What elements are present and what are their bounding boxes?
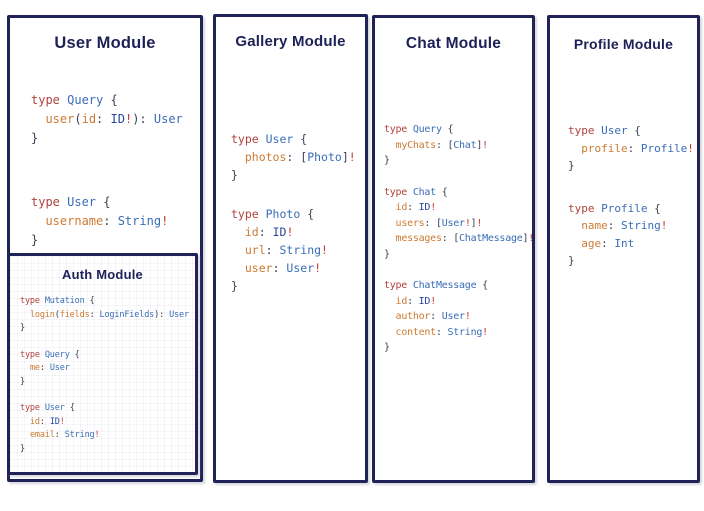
code-line: id: ID! <box>29 416 65 427</box>
code-line: } <box>20 443 25 454</box>
auth-module-code: type Mutation { login(fields: LoginField… <box>20 295 195 456</box>
code-line: } <box>31 233 39 247</box>
code-line: type Query { <box>384 124 454 135</box>
user-module-title: User Module <box>54 34 156 52</box>
code-line: type User { <box>568 124 641 137</box>
code-line: type Query { <box>20 349 80 360</box>
code-line: id: ID! <box>395 202 437 213</box>
code-line: profile: Profile! <box>581 141 694 155</box>
code-line: content: String! <box>395 326 489 338</box>
code-line: username: String! <box>45 214 169 228</box>
code-line: myChats: [Chat]! <box>395 139 489 151</box>
code-line: } <box>568 159 575 172</box>
code-line: users: [User!]! <box>395 217 483 229</box>
type-definition: type User { username: String!} <box>31 193 200 250</box>
code-line: type User { <box>231 132 308 146</box>
type-definition: type Profile { name: String! age: Int} <box>568 200 697 270</box>
type-definition: type Query { user(id: ID!): User} <box>31 91 200 148</box>
type-definition: type User { id: ID! email: String!} <box>20 402 195 456</box>
code-line: photos: [Photo]! <box>244 150 356 164</box>
code-line: id: ID! <box>395 295 437 307</box>
code-line: } <box>384 248 390 260</box>
type-definition: type ChatMessage { id: ID! author: User!… <box>384 278 532 356</box>
code-line: type ChatMessage { <box>384 280 488 291</box>
panel-auth-module: Auth Module type Mutation { login(fields… <box>7 253 198 475</box>
type-definition: type Mutation { login(fields: LoginField… <box>20 295 195 336</box>
type-definition: type Photo { id: ID! url: String! user: … <box>231 205 365 295</box>
code-line: type Mutation { <box>20 296 95 306</box>
panel-gallery-module: Gallery Module type User { photos: [Phot… <box>213 14 368 483</box>
code-line: } <box>231 279 238 293</box>
chat-module-code: type Query { myChats: [Chat]!}type Chat … <box>384 122 535 356</box>
code-line: } <box>568 254 575 267</box>
profile-module-title: Profile Module <box>573 36 674 52</box>
code-line: type Chat { <box>384 186 448 198</box>
panel-chat-module: Chat Module type Query { myChats: [Chat]… <box>372 15 535 483</box>
code-line: } <box>20 323 25 333</box>
user-module-code: type Query { user(id: ID!): User}type Us… <box>31 91 200 250</box>
code-line: age: Int <box>581 236 635 250</box>
type-definition: type Chat { id: ID! users: [User!]! mess… <box>384 185 535 263</box>
auth-module-title: Auth Module <box>62 267 143 282</box>
chat-module-title: Chat Module <box>405 35 502 52</box>
gallery-module-title: Gallery Module <box>235 33 346 50</box>
panel-profile-module: Profile Module type User { profile: Prof… <box>547 15 700 483</box>
type-definition: type Query { me: User} <box>20 349 195 390</box>
type-definition: type Query { myChats: [Chat]!} <box>384 122 532 169</box>
type-definition: type User { profile: Profile!} <box>568 122 697 175</box>
code-line: type Photo { <box>231 207 315 221</box>
code-line: type User { <box>20 403 75 413</box>
code-line: url: String! <box>244 243 328 257</box>
type-definition: type User { photos: [Photo]!} <box>231 130 365 184</box>
code-line: } <box>231 168 238 182</box>
code-line: id: ID! <box>244 225 294 239</box>
code-line: } <box>384 342 390 353</box>
code-line: me: User <box>29 363 70 373</box>
profile-module-code: type User { profile: Profile!}type Profi… <box>568 122 697 270</box>
code-line: user: User! <box>244 261 322 275</box>
gallery-module-code: type User { photos: [Photo]!}type Photo … <box>231 130 365 295</box>
code-line: email: String! <box>29 430 100 440</box>
code-line: login(fields: LoginFields): User <box>29 309 189 320</box>
code-line: } <box>20 376 25 387</box>
code-line: type Query { <box>31 93 118 107</box>
code-line: } <box>384 155 390 166</box>
code-line: messages: [ChatMessage]! <box>395 233 535 244</box>
code-line: type Profile { <box>568 201 661 215</box>
code-line: } <box>31 131 39 145</box>
code-line: user(id: ID!): User <box>45 112 183 126</box>
code-line: type User { <box>31 195 111 209</box>
code-line: name: String! <box>581 219 668 232</box>
code-line: author: User! <box>395 311 471 322</box>
